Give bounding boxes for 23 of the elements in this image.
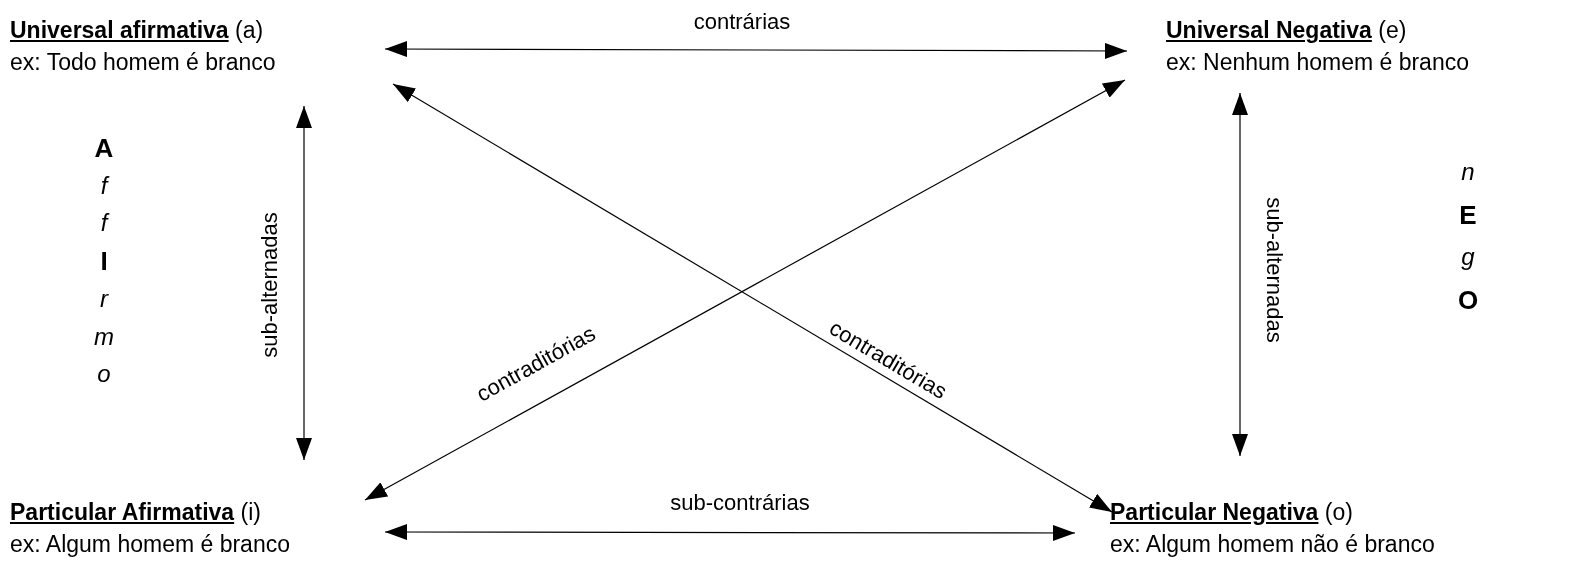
arrow [384,41,1128,59]
letter-label: I [100,248,108,275]
arrow [1232,92,1248,457]
proposition-heading: Universal afirmativa (a) [10,16,265,45]
arrow [384,524,1076,541]
letter-label: o [97,362,111,387]
letter-label: g [1461,245,1475,270]
example-text: ex: Nenhum homem é branco [1166,48,1469,77]
letter-label: E [1459,201,1477,228]
letter-label: O [1457,287,1479,314]
letter-label: f [100,211,108,236]
proposition-heading: Particular Afirmativa (i) [10,498,262,527]
proposition-heading: Particular Negativa (o) [1110,498,1354,527]
proposition-heading: Universal Negativa (e) [1166,16,1408,45]
letter-label: A [94,135,114,161]
letter-label: m [94,324,114,349]
letter-label: r [100,286,108,311]
example-text: ex: Algum homem é branco [10,530,290,559]
letter-label: f [100,173,108,198]
example-text: ex: Algum homem não é branco [1110,530,1435,559]
letter-label: n [1461,160,1475,184]
arrow [296,105,312,461]
example-text: ex: Todo homem é branco [10,48,276,77]
